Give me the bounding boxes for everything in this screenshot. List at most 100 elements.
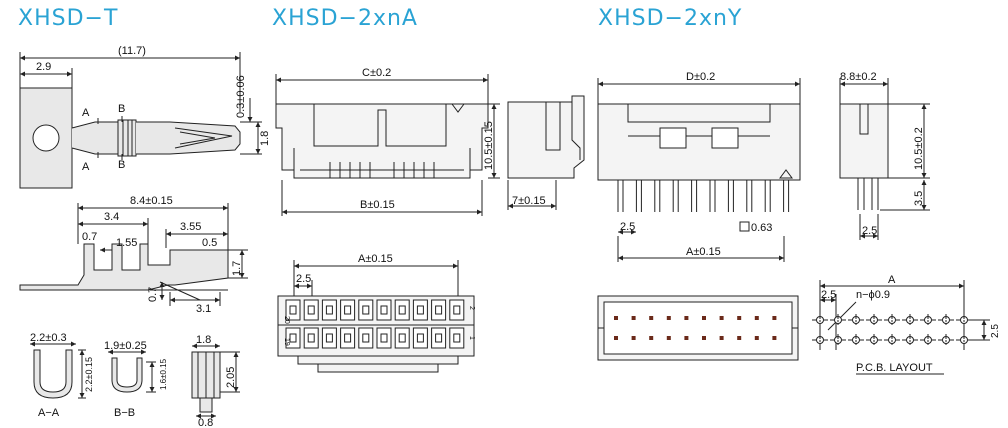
housing-height-label: 10.5±0.15 [483,121,495,170]
terminal-side-view [19,203,248,306]
header-pin-dot [614,316,618,320]
housing-contact [435,333,443,343]
pcb-row-pitch-label: 2.5 [990,324,1001,338]
bb-width-label: 1.9±0.25 [104,340,147,352]
pin-2-label: 2 [468,306,475,310]
header-pin-dot [719,316,724,320]
housing-contact [398,333,406,343]
housing-contact [307,333,315,343]
housing-contact [289,305,297,315]
housing-b-dim: B±0.15 [360,199,395,211]
side-3-4-label: 3.4 [104,211,119,223]
housing-depth-label: 7±0.15 [512,195,546,207]
aa-height-label: 2.2±0.15 [84,357,94,392]
housing-contact [344,305,352,315]
section-b-bottom-label: B [118,159,125,171]
housing-pitch-label: 2.5 [296,273,311,285]
header-pin-dot [649,316,654,320]
section-b-b [108,349,156,393]
housing-contact [416,305,424,315]
housing-contact [416,333,424,343]
pin-19-label: 19 [283,338,290,346]
header-width-label: 8.8±0.2 [840,71,877,83]
header-pins [617,180,790,212]
terminal-height-label: 1.8 [259,131,271,146]
housing-contact [380,305,388,315]
housing-contact [453,305,461,315]
header-pin-dot [702,316,706,320]
header-pitch-label: 2.5 [620,221,635,233]
header-side-view [839,78,930,240]
terminal-width-label: 2.9 [36,61,51,73]
header-pin-dot [684,336,689,340]
end-tab-label: 0.8 [198,417,213,428]
header-pin-dot [666,316,671,320]
housing-contact [325,305,333,315]
pcb-holes [816,314,968,346]
housing-contact [398,305,406,315]
thickness-label: 0.3±0.06 [235,75,247,118]
header-pin-length-label: 3.5 [913,191,925,206]
header-title: XHSD−2xnY [598,6,743,31]
header-pin-dot [631,316,636,320]
pin-20-label: 20 [283,316,290,324]
housing-contact [362,333,370,343]
housing-contact [453,333,461,343]
housing-cavities [285,299,465,349]
section-a-top-label: A [82,107,90,119]
pcb-pitch-label: 2.5 [821,289,836,301]
header-height-label: 10.5±0.2 [913,127,925,170]
housing-a-dim: A±0.15 [358,253,393,265]
header-pin-dot [614,336,618,340]
header-pin-dot [772,316,777,320]
header-pin-dot [737,336,742,340]
header-bottom-view [597,295,799,361]
header-side-pitch-label: 2.5 [862,225,877,237]
pcb-layout [812,280,990,375]
side-0-7-label: 0.7 [82,231,97,243]
header-pin-dot [631,336,636,340]
side-1-7-label: 1.7 [231,261,243,276]
housing-contact [344,333,352,343]
end-height-label: 2.05 [225,367,237,388]
header-pin-square-label: 0.63 [751,222,772,234]
header-a-dim: A±0.15 [686,246,721,258]
side-length-label: 8.4±0.15 [130,195,173,207]
housing-contact [380,333,388,343]
header-pin-dot [719,336,724,340]
housing-title: XHSD−2xnA [272,6,418,31]
housing-contact [325,333,333,343]
header-pin-dot [737,316,742,320]
housing-c-dim: C±0.2 [362,67,391,79]
housing-contact [362,305,370,315]
housing-front-view [275,74,500,216]
header-pin-grid [614,316,777,340]
header-pin-dot [649,336,654,340]
header-pin-dot [666,336,671,340]
side-3-1-label: 3.1 [196,303,211,315]
side-0-5-label: 0.5 [202,237,217,249]
pin-1-label: 1 [468,336,475,340]
bb-section-label: B−B [114,407,135,419]
header-front-view [597,78,801,262]
terminal-end-view [191,343,240,419]
end-width-label: 1.8 [196,334,211,346]
pcb-hole-label: n−ϕ0.9 [856,289,890,301]
side-0-7b-label: 0.7 [147,287,159,302]
section-a-a [30,341,86,399]
header-pin-dot [702,336,706,340]
bb-height-label: 1.6±0.15 [159,358,168,390]
header-pin-dot [754,336,759,340]
housing-contact [435,305,443,315]
header-pin-dot [772,336,777,340]
side-1-55-label: 1.55 [116,237,137,249]
terminal-overall-length: (11.7) [118,45,146,57]
header-d-dim: D±0.2 [686,71,715,83]
pcb-a-label: A [888,274,896,286]
section-a-bottom-label: A [82,161,90,173]
housing-side-view [507,95,585,210]
aa-width-label: 2.2±0.3 [30,332,67,344]
aa-section-label: A−A [38,407,60,419]
housing-contact [307,305,315,315]
